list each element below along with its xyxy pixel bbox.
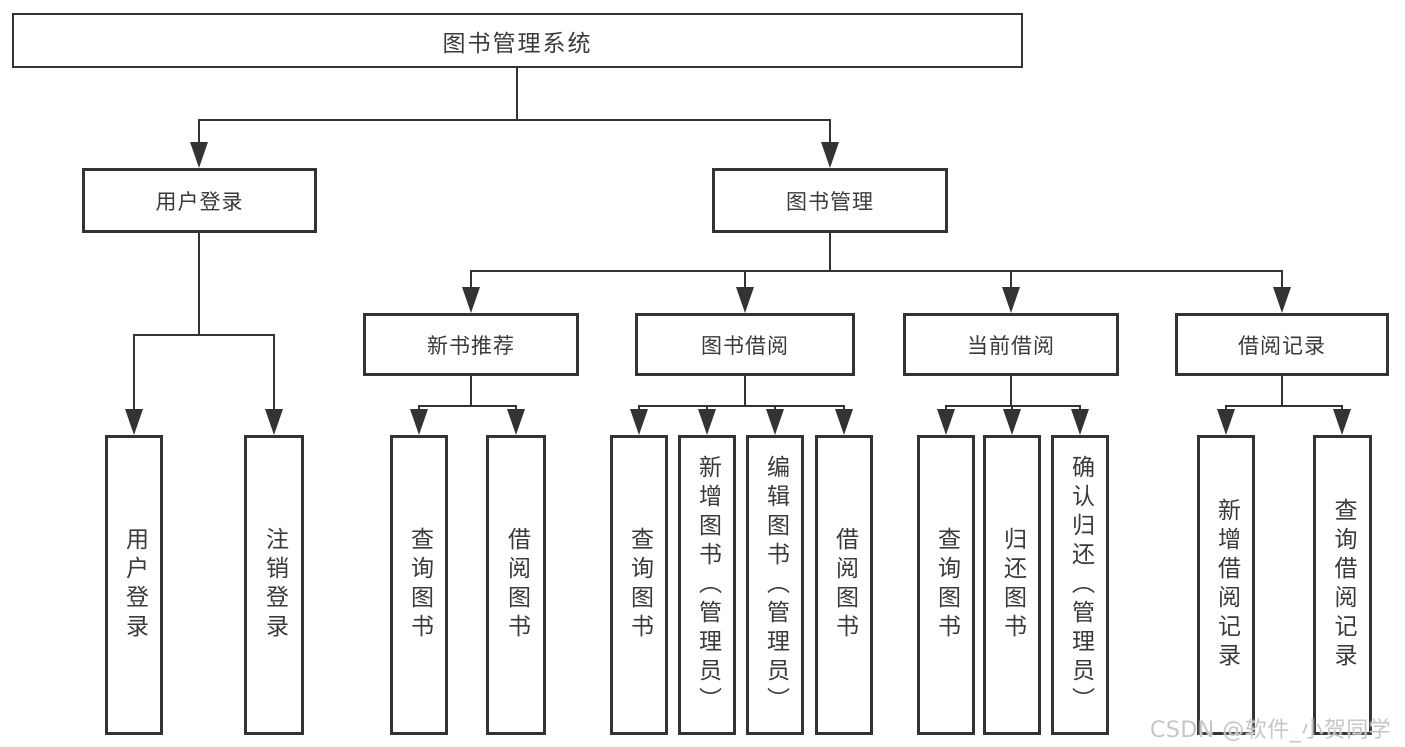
arrowhead bbox=[630, 409, 648, 435]
node-label: 新书推荐 bbox=[427, 333, 515, 358]
arrowhead bbox=[698, 409, 716, 435]
leaf-records-query-record: 查询借阅记录 bbox=[1313, 435, 1372, 735]
node-user-login: 用户登录 bbox=[82, 168, 317, 233]
leaf-newbook-borrow-books: 借阅图书 bbox=[486, 435, 546, 735]
leaf-borrow-borrow-books: 借阅图书 bbox=[815, 435, 873, 735]
node-label: 查询图书 bbox=[933, 527, 960, 643]
arrowhead bbox=[1002, 287, 1020, 313]
node-label: 查询图书 bbox=[406, 527, 433, 643]
arrowhead bbox=[190, 142, 208, 168]
node-label: 用户登录 bbox=[121, 527, 148, 643]
arrowhead bbox=[821, 142, 839, 168]
leaf-borrow-add-books-admin: 新增图书（管理员） bbox=[678, 435, 736, 735]
node-label: 当前借阅 bbox=[967, 333, 1055, 358]
node-book-borrowing: 图书借阅 bbox=[635, 313, 855, 376]
node-label: 借阅图书 bbox=[831, 527, 858, 643]
arrowhead bbox=[937, 409, 955, 435]
node-label: 用户登录 bbox=[155, 189, 244, 214]
node-label: 归还图书 bbox=[999, 527, 1026, 643]
node-book-management: 图书管理 bbox=[712, 168, 948, 233]
arrowhead bbox=[1217, 409, 1235, 435]
edge-book-borrow-to-leaves bbox=[630, 376, 853, 435]
edge-book-mgmt-to-level3 bbox=[462, 233, 1291, 313]
arrowhead bbox=[1003, 409, 1021, 435]
node-label: 图书管理系统 bbox=[442, 30, 593, 57]
node-label: 新增图书（管理员） bbox=[694, 454, 721, 716]
edge-current-borrow-to-leaves bbox=[937, 376, 1089, 435]
leaf-current-confirm-return-admin: 确认归还（管理员） bbox=[1051, 435, 1109, 735]
leaf-borrow-edit-books-admin: 编辑图书（管理员） bbox=[746, 435, 804, 735]
arrowhead bbox=[125, 409, 143, 435]
node-label: 注销登录 bbox=[261, 527, 288, 643]
edge-user-login-to-leaves bbox=[125, 233, 283, 435]
edge-root-to-level2 bbox=[190, 68, 839, 168]
node-label: 借阅图书 bbox=[503, 527, 530, 643]
arrowhead bbox=[835, 409, 853, 435]
edge-borrow-records-to-leaves bbox=[1217, 376, 1351, 435]
leaf-logout: 注销登录 bbox=[244, 435, 304, 735]
leaf-user-login: 用户登录 bbox=[105, 435, 163, 735]
node-label: 查询借阅记录 bbox=[1330, 498, 1356, 672]
node-label: 借阅记录 bbox=[1238, 333, 1326, 358]
edge-new-book-to-leaves bbox=[410, 376, 525, 435]
arrowhead bbox=[736, 287, 754, 313]
arrowhead bbox=[766, 409, 784, 435]
leaf-current-return-books: 归还图书 bbox=[983, 435, 1041, 735]
leaf-borrow-query-books: 查询图书 bbox=[610, 435, 668, 735]
leaf-newbook-query-books: 查询图书 bbox=[390, 435, 448, 735]
node-label: 查询图书 bbox=[626, 527, 653, 643]
node-label: 编辑图书（管理员） bbox=[762, 454, 789, 716]
arrowhead bbox=[462, 287, 480, 313]
node-label: 确认归还（管理员） bbox=[1067, 454, 1094, 716]
leaf-current-query-books: 查询图书 bbox=[917, 435, 975, 735]
csdn-watermark: CSDN @软件_小贺同学 bbox=[1150, 718, 1392, 743]
arrowhead bbox=[1273, 287, 1291, 313]
node-label: 图书管理 bbox=[786, 189, 874, 214]
node-label: 图书借阅 bbox=[701, 333, 789, 358]
node-label: 新增借阅记录 bbox=[1213, 498, 1240, 672]
arrowhead bbox=[410, 409, 428, 435]
arrowhead bbox=[507, 409, 525, 435]
arrowhead bbox=[265, 409, 283, 435]
node-library-system: 图书管理系统 bbox=[12, 13, 1023, 68]
arrowhead bbox=[1071, 409, 1089, 435]
node-current-borrowing: 当前借阅 bbox=[903, 313, 1119, 376]
node-new-book-recommend: 新书推荐 bbox=[363, 313, 579, 376]
leaf-records-add-record: 新增借阅记录 bbox=[1197, 435, 1255, 735]
arrowhead bbox=[1333, 409, 1351, 435]
node-borrowing-records: 借阅记录 bbox=[1175, 313, 1389, 376]
